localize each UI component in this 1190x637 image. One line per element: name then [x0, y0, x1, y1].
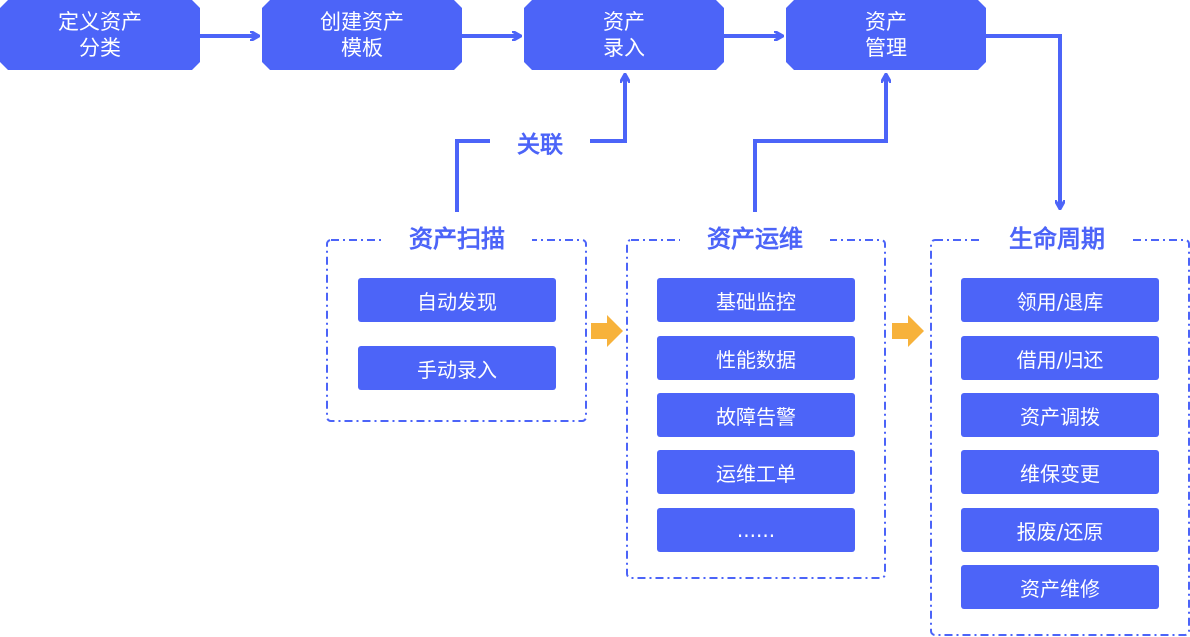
ops-to-management-connector	[753, 75, 886, 212]
ops-item-performance-data[interactable]: 性能数据	[657, 336, 855, 380]
lifecycle-item-maintenance-change[interactable]: 维保变更	[961, 450, 1159, 494]
flow-step-line1: 资产	[865, 10, 907, 34]
flow-step-define-category: 定义资产 分类	[0, 0, 200, 70]
lifecycle-item-transfer[interactable]: 资产调拨	[961, 393, 1159, 437]
flow-step-line2: 模板	[341, 36, 383, 60]
ops-item-fault-alarm[interactable]: 故障告警	[657, 393, 855, 437]
ops-item-basic-monitoring[interactable]: 基础监控	[657, 278, 855, 322]
group-frame-ops	[626, 239, 886, 579]
group-title-scan: 资产扫描	[382, 218, 532, 254]
flow-step-asset-management: 资产 管理	[786, 0, 986, 70]
group-title-ops: 资产运维	[680, 218, 830, 254]
flow-step-line2: 分类	[79, 36, 121, 60]
flow-step-line2: 录入	[603, 36, 645, 60]
lifecycle-item-repair[interactable]: 资产维修	[961, 565, 1159, 609]
flow-step-asset-entry: 资产 录入	[524, 0, 724, 70]
group-title-lifecycle: 生命周期	[982, 218, 1132, 254]
transition-arrow-2	[892, 315, 924, 347]
lifecycle-item-borrow-return[interactable]: 借用/归还	[961, 336, 1159, 380]
flow-step-line1: 资产	[603, 10, 645, 34]
lifecycle-item-checkout-return[interactable]: 领用/退库	[961, 278, 1159, 322]
flow-step-line1: 创建资产	[320, 10, 404, 34]
lifecycle-item-scrap-restore[interactable]: 报废/还原	[961, 508, 1159, 552]
flow-step-line1: 定义资产	[58, 10, 142, 34]
group-frame-lifecycle	[930, 239, 1190, 636]
ops-item-more[interactable]: ......	[657, 508, 855, 552]
flow-step-line2: 管理	[865, 36, 907, 60]
group-frame-scan	[326, 239, 587, 422]
link-label: 关联	[490, 123, 590, 161]
ops-item-work-order[interactable]: 运维工单	[657, 450, 855, 494]
flow-step-create-template: 创建资产 模板	[262, 0, 462, 70]
scan-item-manual-entry[interactable]: 手动录入	[358, 346, 556, 390]
management-to-lifecycle-connector	[986, 34, 1060, 208]
scan-item-auto-discovery[interactable]: 自动发现	[358, 278, 556, 322]
transition-arrow-1	[591, 315, 623, 347]
